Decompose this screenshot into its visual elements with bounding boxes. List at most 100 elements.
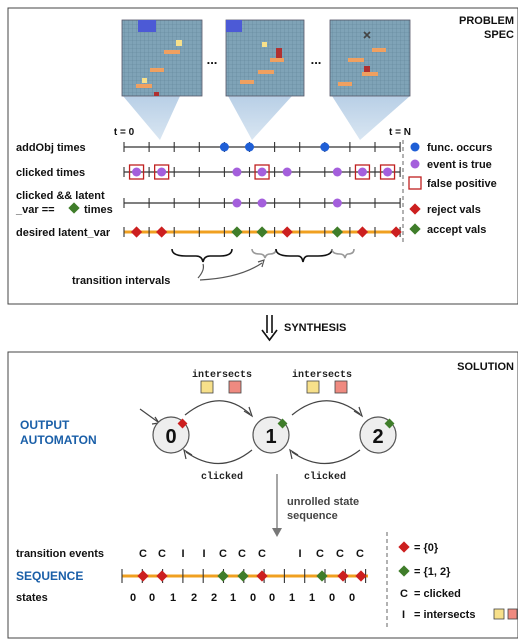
transition-event-3: I [202,548,205,560]
desired-diamond [356,226,369,238]
state-value-5: 1 [230,592,236,604]
clicked-label-1: clicked [201,471,243,483]
clicked-label-2: clicked [304,471,346,483]
state-2-label: 2 [372,426,383,448]
legend-purple-dot [410,159,420,169]
intersects-2-yellow-box [306,380,320,394]
problem-title: PROBLEM [459,15,514,27]
transition-event-10: C [356,548,364,560]
frame-1-grid [121,19,203,97]
output-label-line2: AUTOMATON [20,433,97,447]
state-2-node [359,416,397,454]
sequence-diamond [137,570,149,582]
transition-event-4: C [219,548,227,560]
addobj-dot [320,142,330,152]
ellipsis-2: ... [311,52,322,67]
frame-1-blue-object [138,20,156,32]
false-positive-box [153,164,170,180]
legend-false-positive: false positive [427,178,497,190]
row-label-desired: desired latent_var [16,227,111,239]
legend-accept-diamond [409,223,421,235]
synthesis-label: SYNTHESIS [284,322,346,334]
clicked-dot [257,167,267,177]
clicked-dot [357,167,367,177]
clicked-dot [232,167,242,177]
intersects-label-2: intersects [292,369,352,381]
state-value-3: 2 [191,592,197,604]
state-value-2: 1 [170,592,176,604]
frame-2 [225,19,305,140]
sequence-label: SEQUENCE [16,569,83,583]
transition-events-label: transition events [16,548,104,560]
edge-1-to-0 [185,449,253,465]
latent-dot [232,198,242,208]
transition-brace-group [171,248,355,263]
clicked-dot [383,167,393,177]
latent-dot [332,198,342,208]
intersects-1-yellow-box [200,380,214,394]
synthesis-arrow [261,315,278,342]
transition-event-6: C [258,548,266,560]
frame-2-zoom-cone [228,96,292,140]
state-1-accept-diamond [277,418,288,429]
legend-blue-dot [410,142,420,152]
unrolled-label-line1: unrolled state [287,496,359,508]
edge-0-to-1 [184,400,251,416]
solution-legend-i-key: I [402,609,405,621]
frame-3 [329,19,411,140]
frame-1-zoom-cone [123,96,180,140]
row-label-addobj: addObj times [16,142,86,154]
state-value-11: 0 [349,592,355,604]
row-label-clicked: clicked times [16,167,85,179]
solution-legend-accept-diamond [398,565,410,577]
legend-event-true: event is true [427,159,492,171]
row-label-latent-line2a: _var == [15,204,55,216]
legend-func-occurs: func. occurs [427,142,492,154]
false-positive-box [379,164,396,180]
clicked-dot [282,167,292,177]
clicked-dot [332,167,342,177]
t-end-label: t = N [389,127,411,138]
frame-2-blue-object [226,20,242,32]
transition-event-1: C [158,548,166,560]
sequence-diamond [337,570,349,582]
desired-diamond [130,226,143,238]
state-value-10: 0 [329,592,335,604]
solution-legend-red-box [507,608,518,620]
state-1-label: 1 [265,426,276,448]
row-label-latent-line1: clicked && latent [16,190,105,202]
clicked-dot [157,167,167,177]
state-1-node [252,416,290,454]
solution-legend-i-val: = intersects [414,609,475,621]
start-arrow [139,408,159,423]
state-value-4: 2 [211,592,217,604]
problem-timelines [123,142,402,238]
brace-2 [251,248,277,259]
intersects-label-1: intersects [192,369,252,381]
state-value-6: 0 [250,592,256,604]
transition-event-8: C [316,548,324,560]
desired-diamond [331,226,344,238]
unrolled-label-line2: sequence [287,510,338,522]
state-0-reject-diamond [177,418,188,429]
sequence-diamond [217,570,229,582]
ellipsis-1: ... [207,52,218,67]
brace-1 [171,248,233,263]
clicked-dot [132,167,142,177]
frame-2-grid [225,19,305,97]
state-0-label: 0 [165,426,176,448]
frame-1 [121,19,203,140]
solution-panel [7,351,518,639]
transition-event-2: I [181,548,184,560]
intersects-1-red-box [228,380,242,394]
state-2-accept-diamond [384,418,395,429]
false-positive-box [128,164,145,180]
false-positive-box [354,164,371,180]
legend-reject-vals: reject vals [427,204,481,216]
transition-event-7: I [298,548,301,560]
transition-event-9: C [336,548,344,560]
sequence-diamond [316,570,328,582]
transition-intervals-label: transition intervals [72,275,170,287]
automaton-edges [139,400,364,465]
